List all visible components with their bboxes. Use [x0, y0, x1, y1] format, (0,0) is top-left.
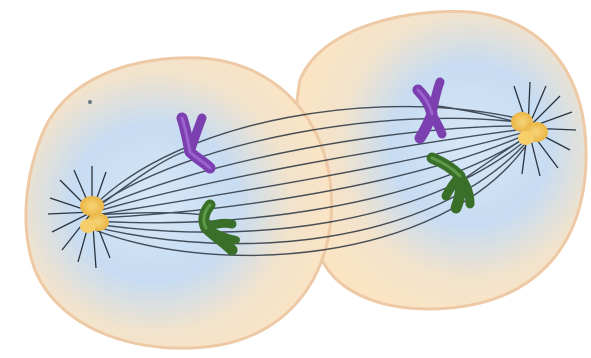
left-cell — [26, 58, 332, 348]
speck — [88, 100, 92, 104]
